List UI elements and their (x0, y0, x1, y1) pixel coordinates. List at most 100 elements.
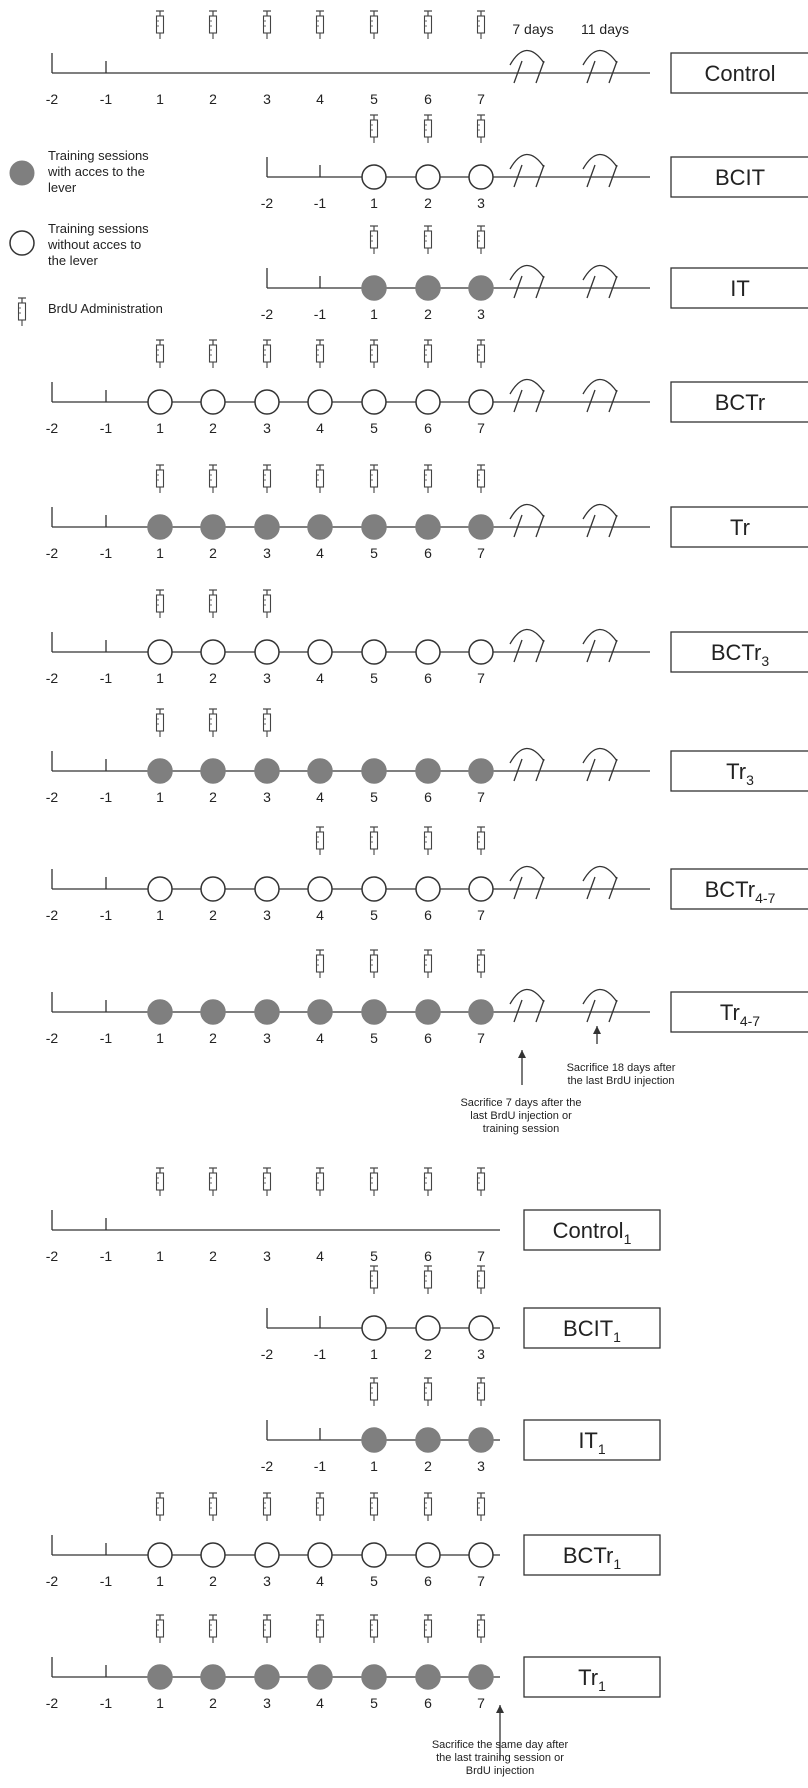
filled-session-circle-icon (307, 758, 333, 784)
filled-session-circle-icon (361, 758, 387, 784)
syringe-icon (476, 1377, 486, 1406)
time-break-icon (582, 264, 618, 299)
sacrifice-same-arrow (496, 1705, 504, 1760)
syringe-barrel (369, 831, 379, 850)
syringe-barrel (423, 1172, 433, 1191)
legend-brdu-label: BrdU Administration (48, 301, 163, 316)
day-tick-label: 3 (263, 420, 271, 436)
syringe-barrel (262, 344, 272, 363)
day-tick-label: 3 (263, 789, 271, 805)
empty-session-circle-icon (200, 639, 226, 665)
group-label-box (670, 156, 808, 198)
syringe-barrel (369, 1172, 379, 1191)
day-tick-label: 1 (156, 91, 164, 107)
syringe-icon (423, 1614, 433, 1643)
sacrifice-7-note: last BrdU injection or (470, 1110, 572, 1122)
syringe-barrel (423, 1619, 433, 1638)
filled-session-circle-icon (307, 999, 333, 1025)
syringe-barrel (369, 344, 379, 363)
day-tick-label: 6 (424, 670, 432, 686)
syringe-barrel (369, 1497, 379, 1516)
empty-session-circle-icon (415, 876, 441, 902)
legend-filled-label: lever (48, 180, 77, 195)
empty-session-circle-icon (254, 639, 280, 665)
group-label-main: Tr (578, 1665, 598, 1690)
syringe-icon (208, 464, 218, 493)
syringe-icon (369, 1167, 379, 1196)
syringe-icon (369, 826, 379, 855)
empty-session-circle-icon (200, 876, 226, 902)
syringe-barrel (315, 954, 325, 973)
break-slash (535, 389, 545, 413)
break-slash (513, 275, 523, 299)
syringe-barrel (155, 713, 165, 732)
empty-session-circle-icon (415, 389, 441, 415)
day-tick-label: 4 (316, 907, 324, 923)
filled-session-circle-icon (415, 275, 441, 301)
filled-session-circle-icon (254, 758, 280, 784)
syringe-icon (315, 826, 325, 855)
group-label-main: BCTr (563, 1543, 614, 1568)
filled-session-circle-icon (254, 999, 280, 1025)
empty-session-circle-icon (361, 1315, 387, 1341)
break-arc (509, 988, 545, 1005)
syringe-barrel (208, 1619, 218, 1638)
empty-session-circle-icon (468, 164, 494, 190)
break-slash (513, 639, 523, 663)
time-break-icon (582, 503, 618, 538)
filled-session-circle-icon (415, 999, 441, 1025)
break-arc (509, 747, 545, 764)
group-label-main: BCTr (711, 640, 762, 665)
time-break-icon (509, 988, 545, 1023)
syringe-barrel (423, 1497, 433, 1516)
break-arc (509, 503, 545, 520)
break-slash (608, 639, 618, 663)
day-tick-label: 4 (316, 1573, 324, 1589)
syringe-barrel (369, 954, 379, 973)
syringe-barrel (315, 469, 325, 488)
day-tick-label: -1 (100, 1695, 113, 1711)
empty-session-circle-icon (254, 1542, 280, 1568)
sacrifice-18-note: Sacrifice 18 days after (567, 1062, 676, 1074)
break-slash (586, 164, 596, 188)
break-slash (513, 999, 523, 1023)
syringe-barrel (476, 230, 486, 249)
syringe-barrel (208, 469, 218, 488)
day-tick-label: 1 (370, 1346, 378, 1362)
group-label-main: Tr (726, 759, 746, 784)
group-label: IT (730, 276, 750, 301)
break-slash (535, 639, 545, 663)
group-label-subscript: 1 (613, 1556, 621, 1572)
filled-session-circle-icon (361, 1427, 387, 1453)
day-tick-label: 7 (477, 91, 485, 107)
break-arc (582, 628, 618, 645)
day-tick-label: 2 (209, 545, 217, 561)
group-label-box (670, 631, 808, 673)
group-label-main: Tr (730, 515, 750, 540)
empty-session-circle-icon (415, 164, 441, 190)
break-arc (509, 49, 545, 66)
empty-session-circle-icon (254, 876, 280, 902)
break-slash (513, 389, 523, 413)
syringe-icon (155, 10, 165, 39)
day-tick-label: 6 (424, 1030, 432, 1046)
group-label-box (523, 1419, 661, 1461)
day-tick-label: 5 (370, 545, 378, 561)
syringe-icon (208, 1614, 218, 1643)
syringe-barrel (155, 344, 165, 363)
break-slash (608, 389, 618, 413)
day-tick-label: 4 (316, 1030, 324, 1046)
filled-session-circle-icon (415, 1427, 441, 1453)
syringe-icon (262, 1492, 272, 1521)
break-slash (535, 60, 545, 84)
day-tick-label: -2 (46, 907, 59, 923)
syringe-icon (423, 339, 433, 368)
day-tick-label: -1 (314, 306, 327, 322)
day-tick-label: 1 (156, 545, 164, 561)
time-break-icon (509, 747, 545, 782)
day-tick-label: 2 (424, 1458, 432, 1474)
day-tick-label: -2 (46, 1695, 59, 1711)
syringe-barrel (315, 15, 325, 34)
